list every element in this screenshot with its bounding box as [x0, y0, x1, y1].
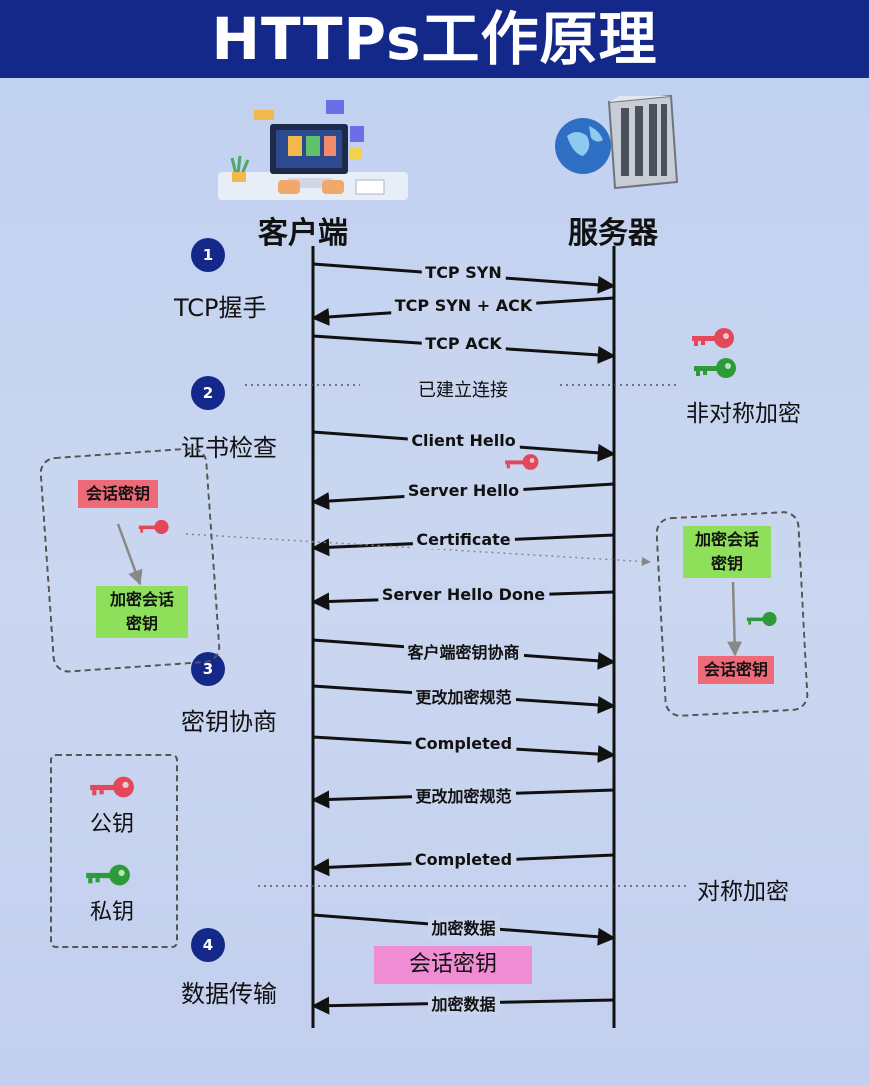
message-label: 客户端密钥协商	[403, 639, 524, 663]
left-box-arrow	[116, 523, 143, 586]
message-label: 更改加密规范	[411, 684, 516, 708]
message-label: TCP SYN	[421, 263, 506, 282]
encrypted-session-key-line1: 加密会话	[694, 530, 759, 549]
step-4-label: 数据传输	[181, 980, 277, 1008]
right-box-arrow	[727, 581, 743, 657]
red-key-icon	[692, 328, 734, 348]
green-key-icon	[86, 864, 130, 886]
message-label: 加密数据	[427, 991, 500, 1015]
legend-private-key-label: 私钥	[90, 900, 135, 925]
encrypted-session-key-line2: 密钥	[125, 614, 158, 633]
message-label: Server Hello Done	[377, 585, 550, 604]
red-key-icon	[138, 519, 169, 535]
symmetric-label: 对称加密	[697, 879, 789, 905]
green-key-icon	[746, 611, 777, 627]
established-label: 已建立连接	[414, 376, 512, 402]
green-key-icon	[694, 358, 736, 378]
session-key-tag: 会话密钥	[78, 480, 158, 508]
session-key-tag: 会话密钥	[698, 656, 774, 684]
red-key-icon	[505, 454, 539, 470]
client-label: 客户端	[258, 216, 348, 251]
message-label: TCP SYN + ACK	[390, 296, 537, 315]
session-key-center: 会话密钥	[374, 946, 532, 984]
legend-public-key-label: 公钥	[90, 812, 135, 837]
step-2-badge: 2	[191, 376, 225, 410]
message-label: 加密数据	[427, 914, 500, 939]
red-key-icon	[90, 776, 134, 798]
step-3-label: 密钥协商	[181, 708, 277, 736]
server-label: 服务器	[568, 216, 658, 251]
computer-desk-icon	[218, 100, 408, 200]
encrypted-session-key-line2: 密钥	[710, 554, 743, 573]
page-title: HTTPs工作原理	[211, 5, 658, 73]
message-label: TCP ACK	[421, 334, 506, 353]
message-label: 更改加密规范	[411, 783, 516, 807]
step-1-badge: 1	[191, 238, 225, 272]
server-globe-icon	[555, 94, 679, 190]
step-1-label: TCP握手	[174, 294, 267, 322]
message-label: Certificate	[412, 529, 515, 549]
message-label: Completed	[410, 734, 517, 753]
message-label: Completed	[410, 849, 517, 869]
encrypted-session-key-tag: 加密会话 密钥	[96, 586, 188, 638]
step-3-badge: 3	[191, 652, 225, 686]
message-label: Client Hello	[407, 431, 520, 450]
encrypted-session-key-tag: 加密会话 密钥	[683, 526, 771, 578]
title-bar	[0, 0, 869, 78]
encrypted-session-key-line1: 加密会话	[109, 590, 174, 609]
message-label: Server Hello	[403, 481, 524, 500]
step-4-badge: 4	[191, 928, 225, 962]
asymmetric-label: 非对称加密	[686, 401, 801, 427]
legend-box	[50, 754, 178, 948]
step-2-label: 证书检查	[181, 434, 277, 462]
